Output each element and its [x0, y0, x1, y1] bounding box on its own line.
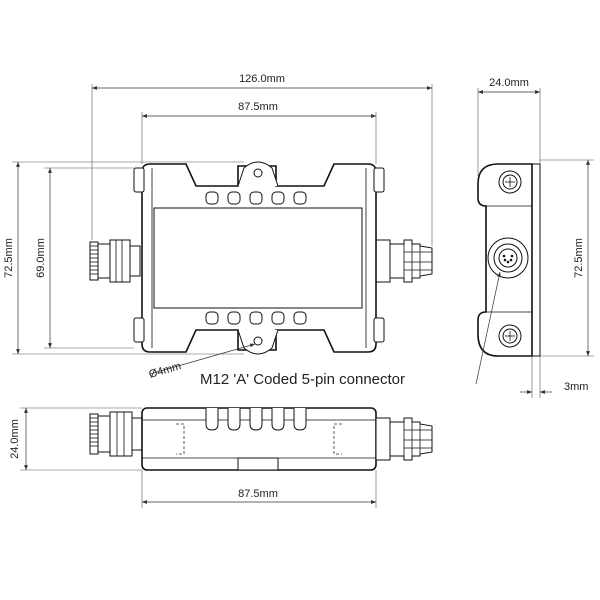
dim-label-body-length-bottom: 87.5mm [238, 488, 278, 500]
connector-leader-line [475, 271, 501, 385]
dim-side-width: 24.0mm [477, 77, 541, 176]
screw-bottom-icon [498, 324, 522, 348]
dim-side-height: 72.5mm [540, 159, 594, 357]
screw-top-icon [498, 170, 522, 194]
dim-label-hole-diameter: Ø4mm [148, 360, 183, 381]
dim-flange-thickness: 3mm [520, 356, 588, 398]
cable-gland-right [375, 239, 433, 283]
dim-label-flange-thickness: 3mm [564, 381, 588, 393]
dim-inner-height: 69.0mm [35, 167, 134, 349]
dim-label-side-height: 72.5mm [573, 238, 585, 278]
dim-label-overall-height: 72.5mm [3, 238, 15, 278]
m12-connector-left [89, 239, 141, 283]
dim-label-inner-height: 69.0mm [35, 238, 47, 278]
connector-note: M12 'A' Coded 5-pin connector [200, 371, 405, 388]
m12-connector-bottom [89, 411, 143, 457]
front-view: 126.0mm 87.5mm 72.5mm 69.0mm Ø4mm [3, 73, 433, 381]
dim-label-body-length-top: 87.5mm [238, 101, 278, 113]
dim-overall-height: 72.5mm [3, 161, 244, 355]
housing-front [133, 161, 385, 355]
bottom-view: 24.0mm 87.5mm [9, 407, 433, 508]
dim-label-overall-length: 126.0mm [239, 73, 285, 85]
dim-label-side-width: 24.0mm [489, 77, 529, 89]
dim-label-bottom-height: 24.0mm [9, 419, 21, 459]
dim-body-length-top: 87.5mm [141, 101, 377, 164]
dim-bottom-height: 24.0mm [9, 407, 142, 471]
dim-body-length-bottom: 87.5mm [141, 470, 377, 508]
m12-connector-face-icon [487, 237, 529, 279]
cable-gland-bottom [375, 417, 433, 461]
side-view: 24.0mm 72.5mm 3mm [475, 77, 594, 398]
